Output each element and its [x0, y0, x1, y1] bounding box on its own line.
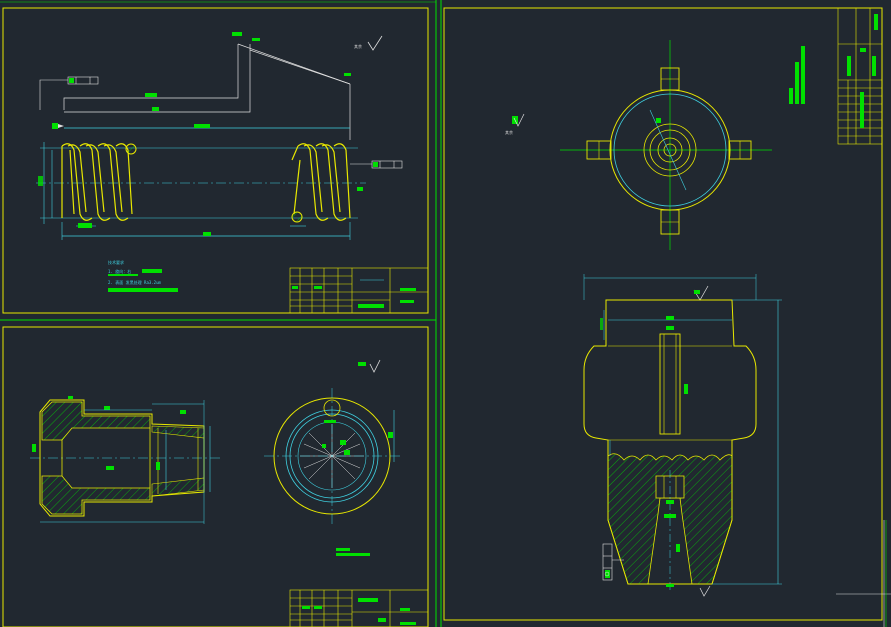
- housing-notes: [789, 46, 805, 104]
- svg-text:其余: 其余: [505, 129, 513, 135]
- housing-title-strip: [837, 7, 883, 145]
- roughness-symbol: 其余: [354, 35, 383, 51]
- bushing-notes: [336, 548, 370, 556]
- housing-sheet-frame: [443, 7, 883, 621]
- spring-top-annotation: [63, 32, 351, 140]
- cursor-crosshair: [836, 520, 891, 627]
- bushing-roughness: [358, 359, 381, 373]
- sheet-housing: 其余: [443, 7, 891, 627]
- spring-title-block: [289, 267, 429, 314]
- spring-sheet-frame: [2, 7, 429, 314]
- spring-body: [36, 142, 366, 228]
- spring-technical-notes: 技术要求 1. 旋向：右 2. 表面 发黑处理 Ra3.2um: [108, 259, 178, 292]
- sheet-spring: 其余: [2, 7, 429, 314]
- housing-roughness-top: 其余: [505, 113, 525, 135]
- spring-length-dimension: [61, 124, 351, 240]
- note-line-2: 2. 表面 发黑处理 Ra3.2um: [108, 279, 161, 285]
- notes-title: 技术要求: [108, 259, 124, 265]
- bushing-end-view: [264, 388, 400, 524]
- tolerance-callout-right: [350, 160, 403, 169]
- datum-marker: [52, 123, 64, 129]
- tolerance-callout-left: [39, 76, 99, 110]
- housing-top-view: [560, 40, 772, 250]
- bushing-section-view: [30, 396, 222, 524]
- bushing-sheet-frame: [2, 326, 429, 627]
- note-line-1: 1. 旋向：右: [108, 268, 131, 274]
- housing-front-section: [583, 274, 782, 597]
- sheet-bushing: [2, 326, 429, 627]
- sheet-separators: [0, 0, 442, 627]
- bushing-title-block: [289, 589, 429, 627]
- svg-text:其余: 其余: [354, 43, 362, 49]
